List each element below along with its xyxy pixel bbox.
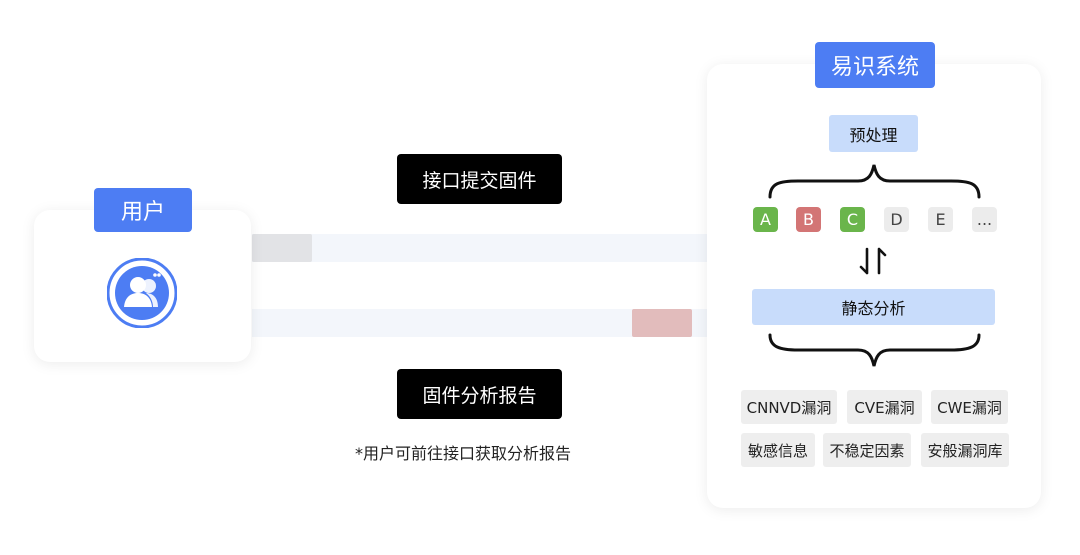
report-packet xyxy=(632,309,692,337)
submit-packet xyxy=(252,234,312,262)
user-title: 用户 xyxy=(94,188,192,232)
bidirectional-arrows-icon xyxy=(859,247,887,275)
tag-cve: CVE漏洞 xyxy=(847,390,922,424)
chip-d: D xyxy=(884,207,909,232)
static-analysis-box: 静态分析 xyxy=(752,289,995,325)
submit-firmware-label: 接口提交固件 xyxy=(397,154,562,204)
api-note: *用户可前往接口获取分析报告 xyxy=(355,444,572,463)
tag-cwe: CWE漏洞 xyxy=(931,390,1008,424)
chip-b: B xyxy=(796,207,821,232)
preprocess-brace-icon xyxy=(768,164,981,199)
tag-vuln-library: 安般漏洞库 xyxy=(921,433,1009,467)
tag-cnnvd: CNNVD漏洞 xyxy=(741,390,837,424)
firmware-report-label: 固件分析报告 xyxy=(397,369,562,419)
report-flow-band xyxy=(252,309,707,337)
tag-sensitive-info: 敏感信息 xyxy=(741,433,815,467)
chip-a: A xyxy=(753,207,778,232)
chip-c: C xyxy=(840,207,865,232)
chip-more: ... xyxy=(972,207,997,232)
submit-flow-band xyxy=(252,234,707,262)
user-group-icon xyxy=(107,258,177,328)
analysis-brace-icon xyxy=(768,333,981,367)
chip-e: E xyxy=(928,207,953,232)
preprocess-box: 预处理 xyxy=(829,115,918,152)
tag-unstable-factors: 不稳定因素 xyxy=(823,433,911,467)
system-title: 易识系统 xyxy=(815,42,935,88)
